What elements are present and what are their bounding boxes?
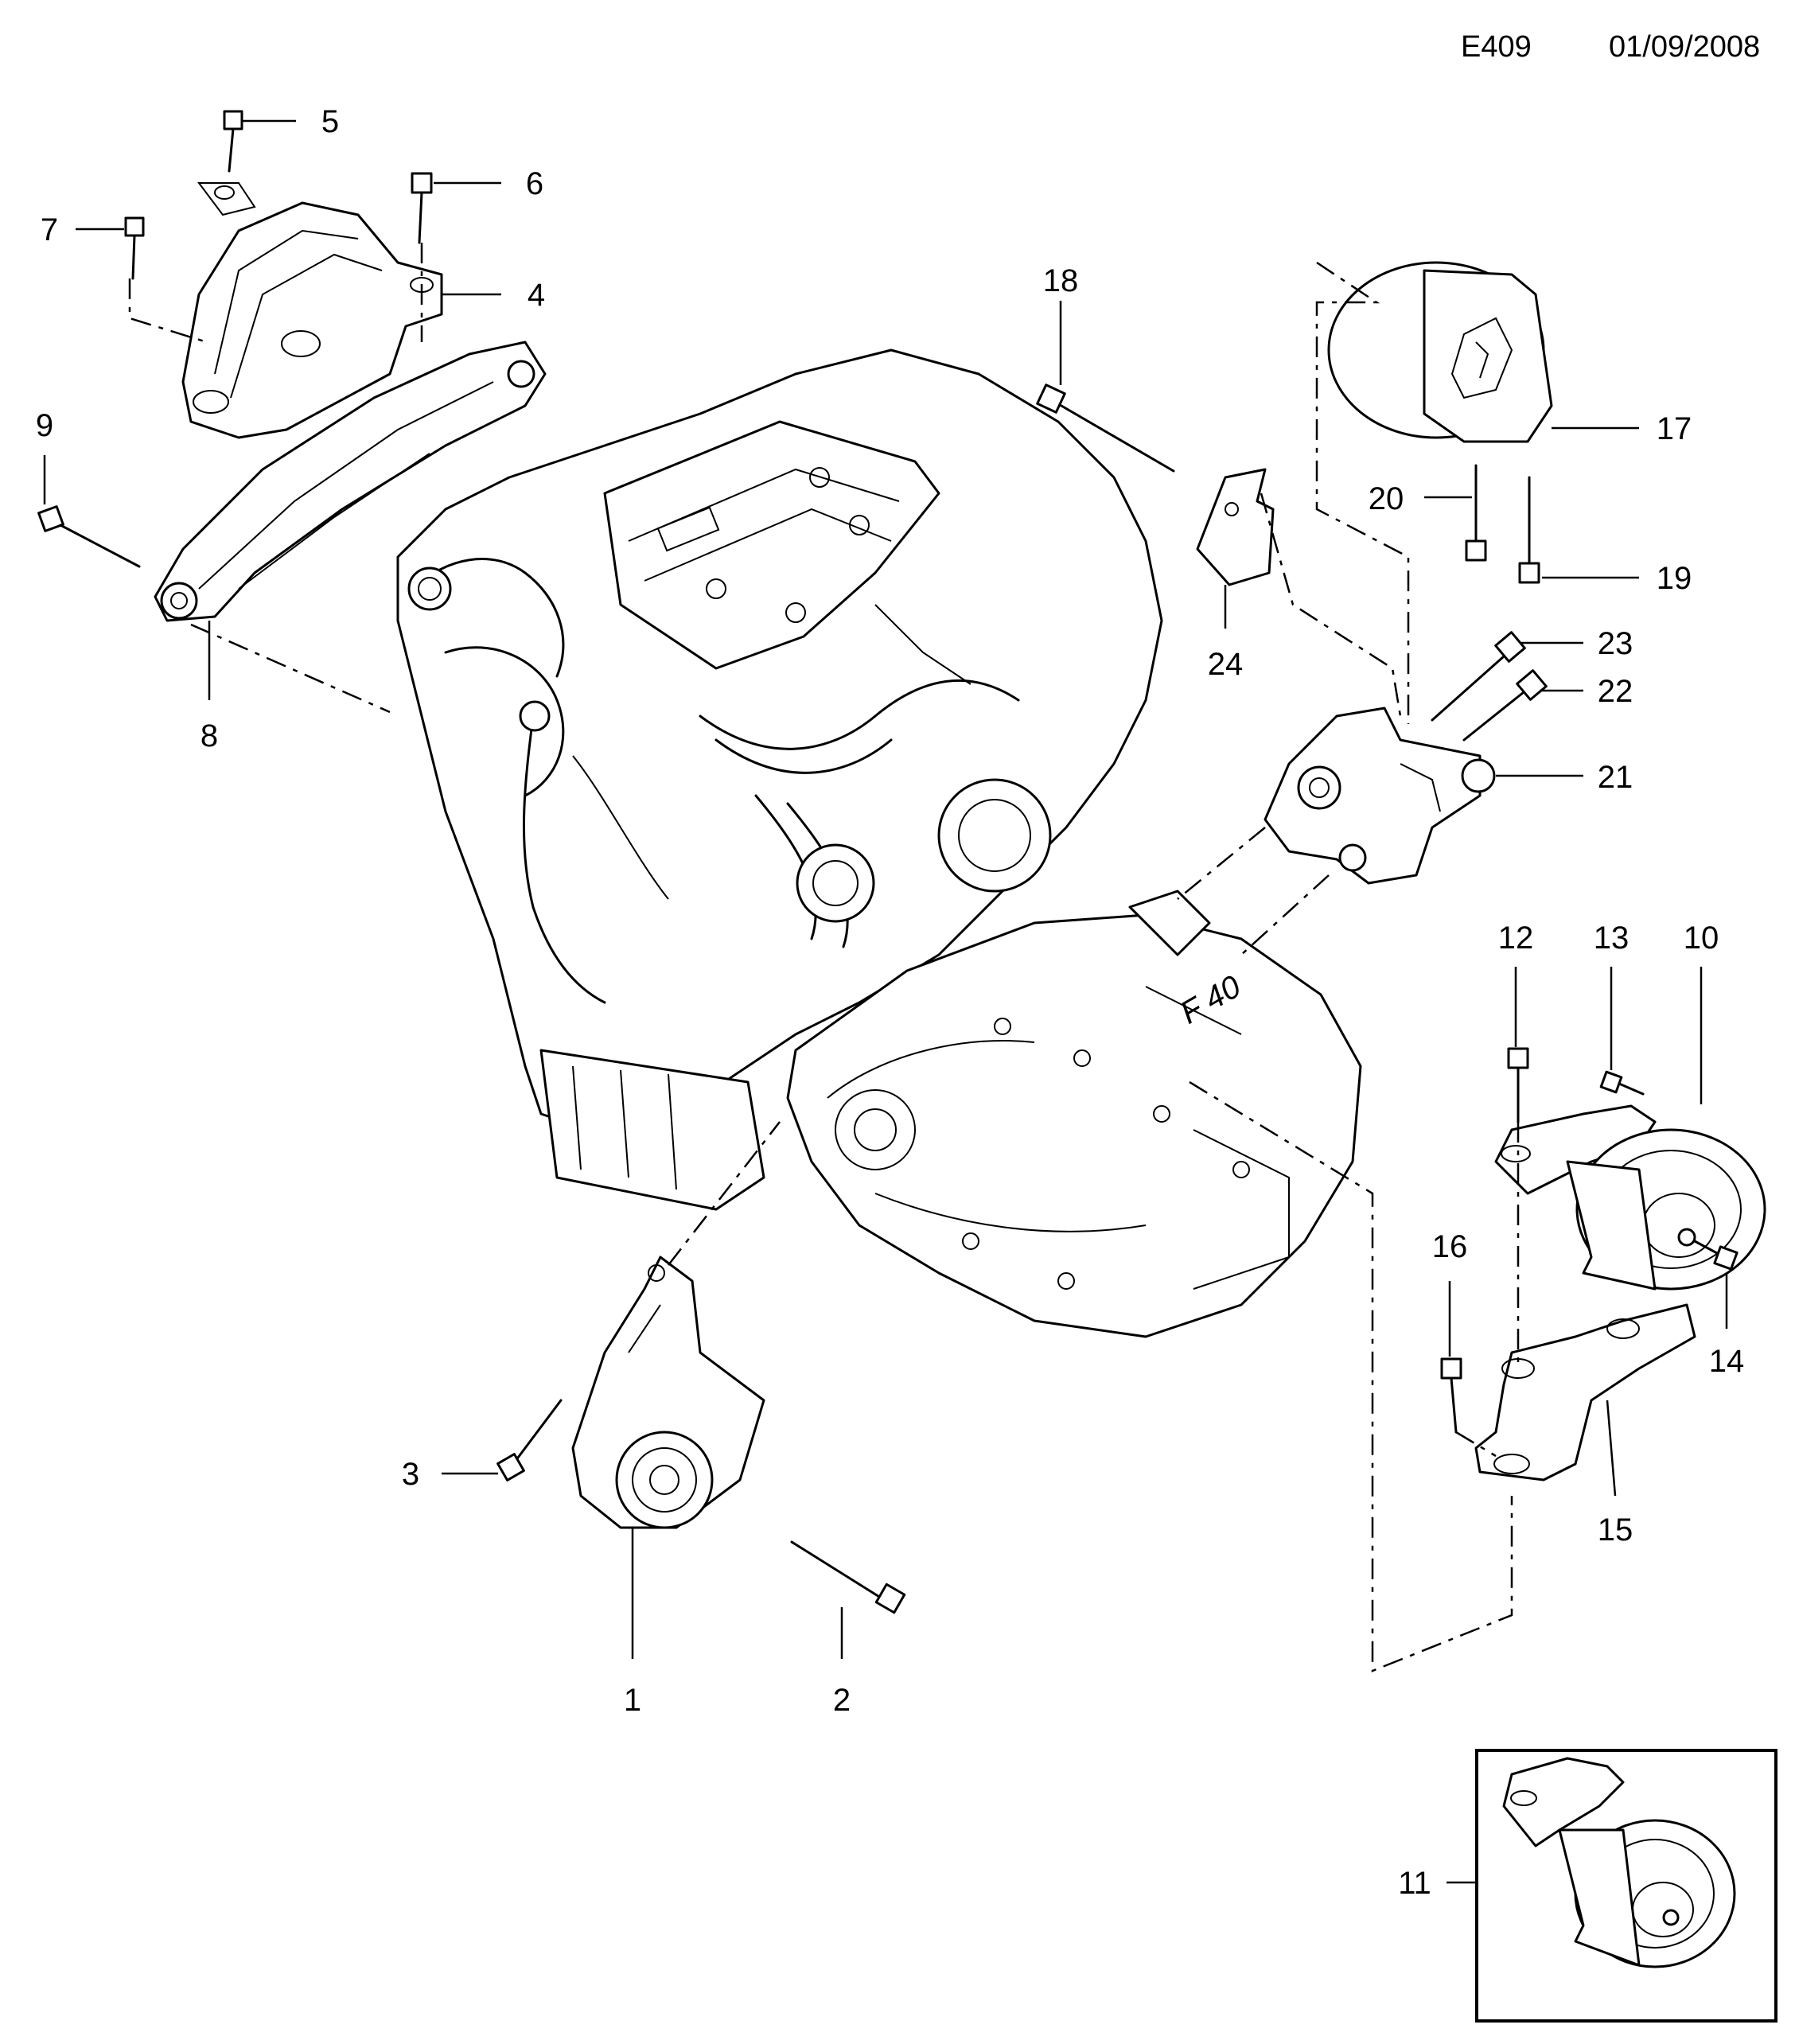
callout-16: 16 bbox=[1432, 1229, 1468, 1264]
callout-1: 1 bbox=[624, 1683, 641, 1718]
leader-lines bbox=[43, 119, 1728, 1884]
callout-14: 14 bbox=[1709, 1344, 1745, 1379]
bolt-6 bbox=[411, 172, 433, 244]
bolt-13 bbox=[1599, 1070, 1645, 1096]
callout-4: 4 bbox=[528, 278, 545, 313]
mount-bracket-15 bbox=[1474, 1303, 1696, 1481]
heat-shield-24 bbox=[1196, 468, 1275, 586]
callout-18: 18 bbox=[1043, 263, 1079, 298]
bolt-7 bbox=[124, 216, 145, 280]
engine-mount-lower-1 bbox=[571, 1256, 765, 1529]
callout-12: 12 bbox=[1498, 921, 1534, 956]
callout-6: 6 bbox=[526, 166, 543, 201]
callout-20: 20 bbox=[1369, 481, 1404, 516]
bolt-22 bbox=[1462, 669, 1548, 742]
callout-11: 11 bbox=[1398, 1866, 1431, 1901]
bolt-23 bbox=[1431, 631, 1526, 722]
bolt-3 bbox=[496, 1399, 563, 1481]
callout-13: 13 bbox=[1594, 921, 1630, 956]
callout-7: 7 bbox=[41, 212, 58, 247]
callout-10: 10 bbox=[1684, 921, 1719, 956]
callout-9: 9 bbox=[36, 408, 53, 443]
assembly-lines bbox=[128, 243, 1520, 1672]
bolt-19 bbox=[1518, 476, 1540, 584]
engine-mount-17 bbox=[1327, 261, 1553, 443]
engine-mount-10 bbox=[1494, 1104, 1766, 1291]
callout-21: 21 bbox=[1598, 760, 1633, 795]
bolt-16 bbox=[1440, 1357, 1462, 1434]
nut-14 bbox=[1693, 1240, 1739, 1271]
diagram-date: 01/09/2008 bbox=[1609, 30, 1761, 64]
callout-23: 23 bbox=[1598, 626, 1633, 661]
callout-19: 19 bbox=[1657, 561, 1692, 596]
bolt-2 bbox=[790, 1540, 906, 1614]
callout-8: 8 bbox=[201, 718, 218, 753]
bolt-12 bbox=[1507, 1047, 1529, 1123]
engine-assembly: F 40 bbox=[396, 348, 1362, 1338]
mount-bracket-21 bbox=[1264, 707, 1496, 885]
callout-5: 5 bbox=[321, 104, 339, 139]
callout-15: 15 bbox=[1598, 1513, 1633, 1548]
callout-24: 24 bbox=[1208, 647, 1244, 682]
mount-bracket-8 bbox=[154, 341, 547, 622]
bolt-20 bbox=[1465, 464, 1487, 562]
bolt-5 bbox=[223, 110, 243, 173]
callout-17: 17 bbox=[1657, 411, 1692, 446]
bolt-18 bbox=[1036, 383, 1175, 473]
inset-box-11 bbox=[1475, 1749, 1777, 2023]
callout-labels: 1 2 3 4 5 6 7 8 9 10 11 12 13 14 15 16 1… bbox=[36, 104, 1744, 1901]
callout-2: 2 bbox=[833, 1683, 851, 1718]
callout-3: 3 bbox=[402, 1457, 419, 1492]
bolt-9 bbox=[37, 505, 141, 568]
diagram-code: E409 bbox=[1461, 30, 1532, 64]
callout-22: 22 bbox=[1598, 674, 1633, 709]
